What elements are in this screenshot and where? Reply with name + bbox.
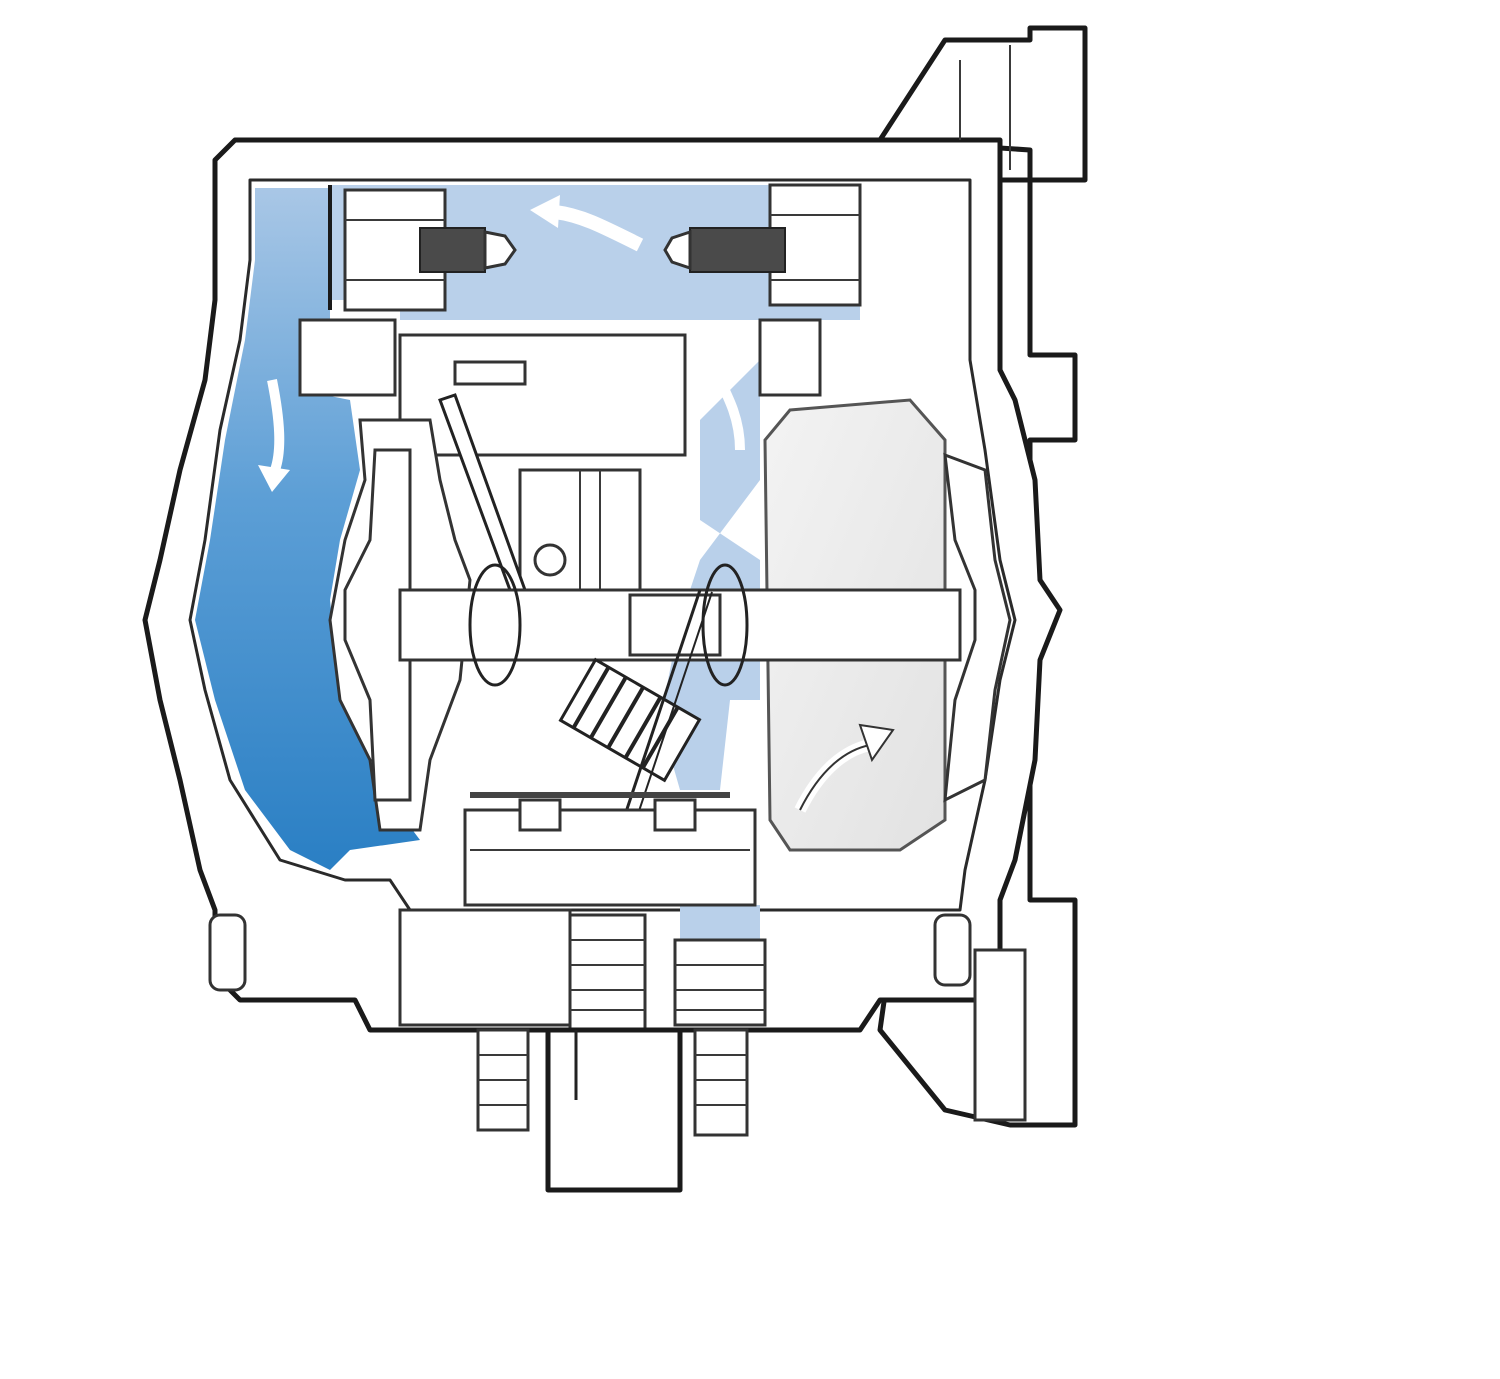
bottom-outlet-block bbox=[545, 1027, 683, 1193]
left-pilot-valve bbox=[328, 185, 517, 312]
flow-arrow-icon bbox=[794, 723, 895, 813]
left-diaphragm-plate bbox=[343, 448, 412, 802]
left-fluid-chamber bbox=[195, 188, 420, 870]
right-hose-barb bbox=[693, 1028, 749, 1137]
left-bottom-port-block bbox=[398, 908, 572, 1027]
lower-manifold bbox=[463, 808, 757, 907]
left-hose-barb bbox=[476, 1028, 530, 1132]
flow-arrow-icon bbox=[705, 350, 745, 451]
air-valve-block bbox=[398, 333, 687, 457]
right-pilot-valve bbox=[663, 183, 862, 307]
flow-arrow-icon bbox=[258, 379, 290, 492]
left-threaded-fitting bbox=[568, 913, 647, 1032]
bottom-air-port bbox=[680, 905, 760, 945]
right-threaded-fitting bbox=[673, 938, 767, 1027]
flow-arrow-icon bbox=[530, 195, 644, 252]
right-diaphragm-plate bbox=[943, 452, 1012, 803]
inner-cavity bbox=[188, 178, 1017, 912]
